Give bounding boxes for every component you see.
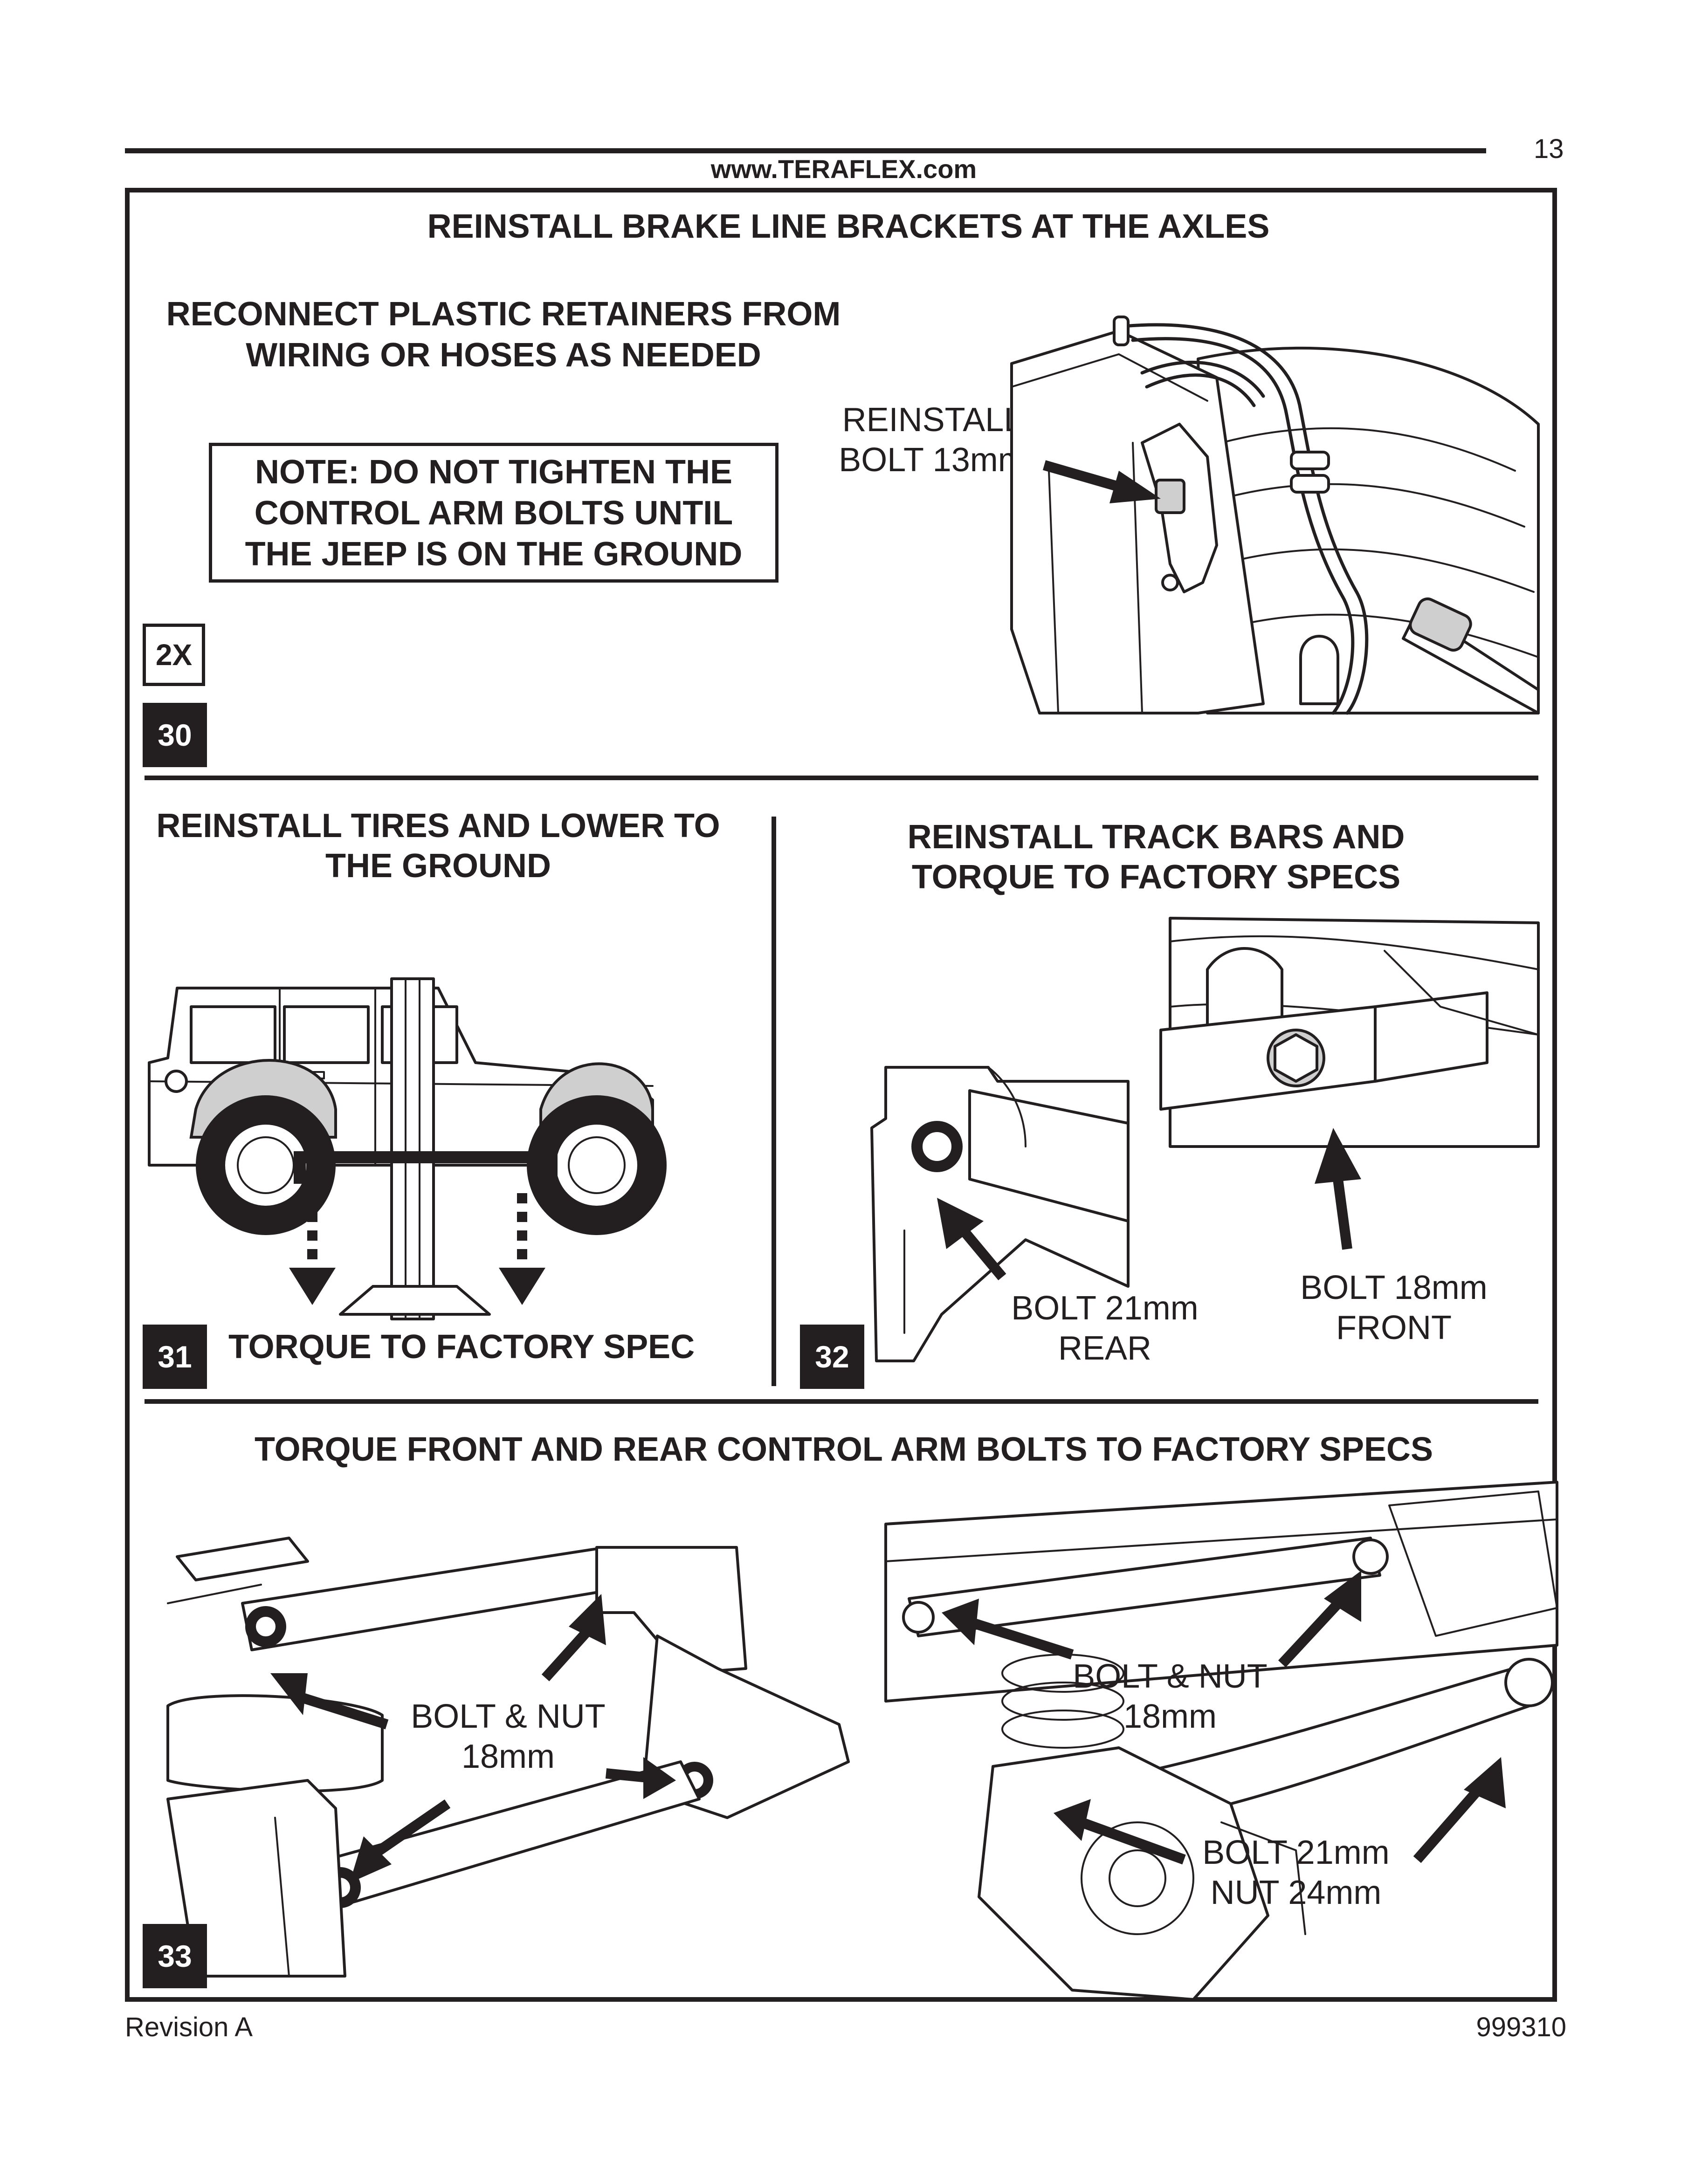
divider-31-32 (772, 817, 776, 1386)
step33-right-upper-callout-line2: 18mm (1123, 1698, 1217, 1735)
step30-title: REINSTALL BRAKE LINE BRACKETS AT THE AXL… (427, 208, 1270, 245)
step31-title-line2: THE GROUND (325, 847, 551, 885)
track-bar-front-illustration (1159, 917, 1540, 1250)
note-line2: CONTROL ARM BOLTS UNTIL (254, 494, 733, 532)
track-bar-rear-illustration (870, 1066, 1130, 1362)
step-number-30: 30 (143, 703, 207, 767)
jeep-on-lift-illustration (148, 977, 667, 1320)
revision-label: Revision A (125, 2012, 253, 2042)
note-line1: NOTE: DO NOT TIGHTEN THE (255, 453, 732, 491)
step30-subtitle-line1: RECONNECT PLASTIC RETAINERS FROM (166, 295, 841, 333)
step33-right-lower-callout-line1: BOLT 21mm (1202, 1834, 1390, 1871)
step30-callout-line1: REINSTALL (842, 401, 1023, 439)
step32-front-callout-line2: FRONT (1336, 1309, 1452, 1346)
step33-right-lower-callout-line2: NUT 24mm (1210, 1874, 1382, 1911)
step32-title-line1: REINSTALL TRACK BARS AND (907, 818, 1405, 856)
step31-caption: TORQUE TO FACTORY SPEC (228, 1328, 695, 1366)
step-number-33: 33 (143, 1924, 207, 1988)
step30-arrow (1042, 460, 1161, 503)
website-url: www.TERAFLEX.com (710, 154, 977, 184)
brake-line-bracket-illustration (1010, 316, 1540, 715)
divider-32-33 (145, 1399, 1538, 1404)
step33-left-callout-line2: 18mm (461, 1738, 555, 1775)
step32-title-line2: TORQUE TO FACTORY SPECS (911, 858, 1401, 896)
step30-callout-line2: BOLT 13mm (839, 441, 1026, 479)
step-number-31: 31 (143, 1325, 207, 1389)
note-line3: THE JEEP IS ON THE GROUND (245, 536, 743, 573)
rear-control-arm-illustration (166, 1537, 850, 1978)
front-control-arm-illustration (884, 1481, 1558, 2001)
step32-rear-callout-line2: REAR (1058, 1330, 1152, 1367)
part-number: 999310 (1476, 2012, 1566, 2042)
quantity-badge: 2X (143, 624, 205, 686)
step31-title-line1: REINSTALL TIRES AND LOWER TO (156, 807, 720, 845)
step-number-32: 32 (800, 1325, 864, 1389)
step33-left-callout-line1: BOLT & NUT (411, 1698, 606, 1735)
divider-30-31 (145, 776, 1538, 780)
step33-right-upper-callout-line1: BOLT & NUT (1073, 1658, 1268, 1695)
header-rule (125, 148, 1486, 153)
instruction-frame (125, 188, 1557, 2002)
page-number: 13 (1534, 134, 1564, 164)
step30-subtitle-line2: WIRING OR HOSES AS NEEDED (246, 337, 761, 374)
note-box: NOTE: DO NOT TIGHTEN THE CONTROL ARM BOL… (209, 443, 779, 583)
step33-title: TORQUE FRONT AND REAR CONTROL ARM BOLTS … (254, 1431, 1433, 1468)
step32-rear-callout-line1: BOLT 21mm (1011, 1290, 1199, 1327)
step32-front-callout-line1: BOLT 18mm (1300, 1269, 1488, 1306)
